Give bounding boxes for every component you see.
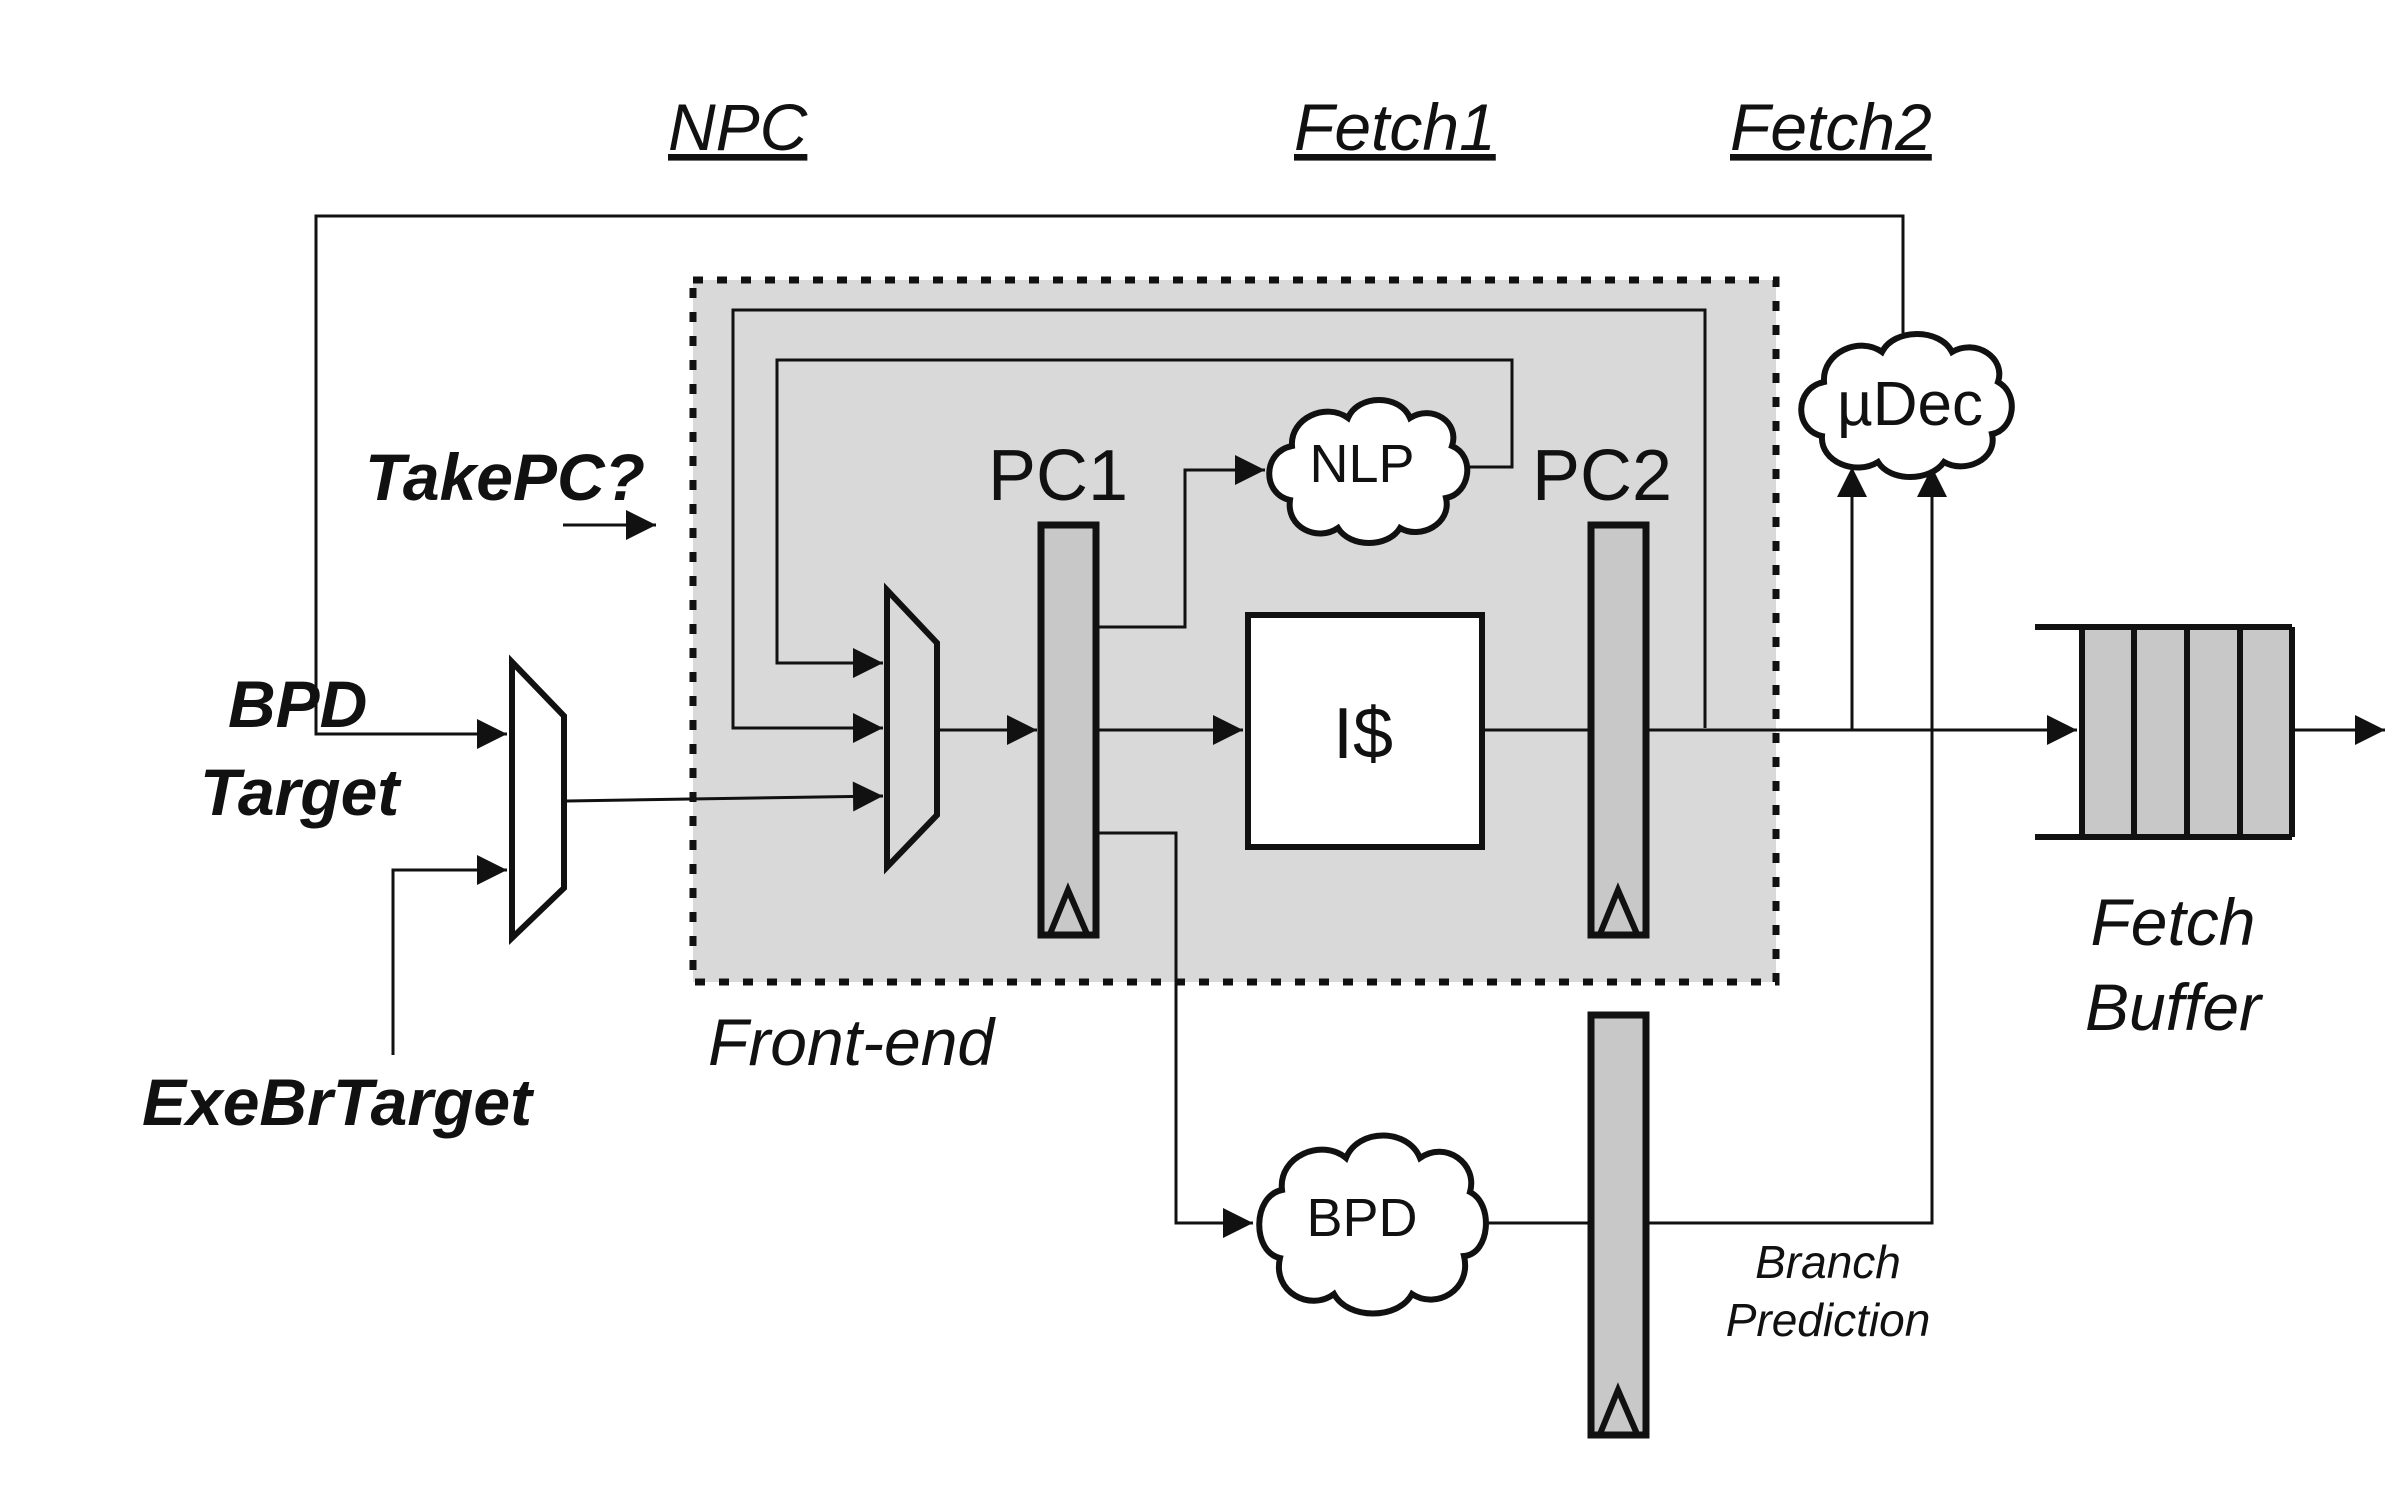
pc1-to-nlp-wire [1099,455,1265,629]
udec-redirect-wire [314,214,1905,749]
udec-cloud [1798,331,2015,480]
branch-prediction-to-udec-wire [1649,467,1947,1225]
udec-label: µDec [1837,370,1983,439]
bpd-target-label-line2: Target [200,755,402,829]
exe-br-target-label: ExeBrTarget [142,1065,535,1139]
icache-block [1245,612,1485,850]
stage-fetch2-label: Fetch2 [1730,90,1932,164]
nlp-label: NLP [1309,434,1414,494]
bpd-register-clock-icon [1597,1382,1640,1436]
fetch-buffer-label-line2: Buffer [2085,970,2264,1044]
stage-npc-label: NPC [668,90,809,164]
nlp-cloud [1266,397,1471,546]
pc1-clock-icon [1047,882,1090,936]
npc-mux [509,654,567,946]
pc1-to-bpd-wire [1099,831,1253,1238]
pc1-register [1037,521,1100,939]
exe-br-target-wire [391,855,507,1055]
branch-prediction-label-line2: Prediction [1726,1294,1931,1346]
pc2-clock-icon [1597,882,1640,936]
fetch-buffer-label-line1: Fetch [2090,885,2255,959]
bpd-target-label-line1: BPD [228,667,367,741]
frontend-mux [884,582,940,875]
pc2-label: PC2 [1532,436,1672,516]
nlp-feedback-wire [775,358,1514,678]
fetch-buffer [2035,624,2295,840]
branch-prediction-label-line1: Branch [1755,1236,1901,1288]
npc-mux-output-wire [566,781,884,812]
bpd-cloud [1256,1132,1489,1317]
pc2-feedback-wire [731,308,1707,743]
stage-fetch1-label: Fetch1 [1294,90,1496,164]
frontend-label: Front-end [708,1005,996,1079]
pc1-label: PC1 [988,436,1128,516]
takepc-label: TakePC? [365,440,645,514]
icache-label: I$ [1333,694,1393,774]
bpd-label: BPD [1306,1188,1417,1248]
branch-prediction-register [1587,1011,1650,1439]
pc2-register [1587,521,1650,939]
